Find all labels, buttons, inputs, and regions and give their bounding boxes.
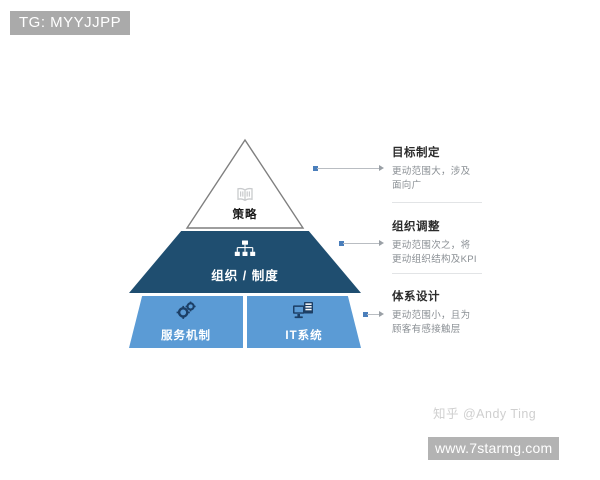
pyramid-tier-strategy[interactable]: 策略: [185, 138, 305, 230]
pyramid-base-it-system[interactable]: IT系统: [247, 296, 361, 348]
connector-arrow-goal-setting: [313, 164, 385, 173]
connector-dot: [313, 166, 318, 171]
annotation-goal-setting: 目标制定 更动范围大，涉及 面向广: [392, 144, 524, 193]
monitor-server-icon: [292, 301, 316, 325]
pyramid-stack: 策略: [129, 138, 361, 348]
annotation-goal-setting-body: 更动范围大，涉及 面向广: [392, 166, 471, 191]
org-chart-icon: [234, 240, 256, 262]
annotation-divider: [392, 273, 482, 274]
pyramid-base-it-system-label: IT系统: [285, 330, 323, 342]
connector-dot: [363, 312, 368, 317]
connector-arrow-system-design: [363, 310, 385, 319]
annotation-goal-setting-title: 目标制定: [392, 147, 440, 159]
arrow-head-icon: [379, 165, 384, 171]
pyramid-base-row: 服务机制: [129, 296, 361, 348]
annotation-divider: [392, 202, 482, 203]
open-book-icon: [236, 187, 254, 202]
connector-line: [317, 168, 379, 169]
connector-arrow-org-adjustment: [339, 239, 385, 248]
annotation-system-design-title: 体系设计: [392, 291, 440, 303]
pyramid-tier-organization-system[interactable]: 组织 / 制度: [129, 231, 361, 293]
arrow-head-icon: [379, 240, 384, 246]
zhihu-watermark: 知乎 @Andy Ting: [433, 407, 537, 421]
annotation-org-adjustment: 组织调整 更动范围次之，将 更动组织结构及KPI: [392, 218, 524, 267]
pyramid-base-service-mechanism-label: 服务机制: [161, 330, 211, 342]
annotation-org-adjustment-title: 组织调整: [392, 221, 440, 233]
pyramid-base-service-mechanism[interactable]: 服务机制: [129, 296, 243, 348]
gears-icon: [174, 301, 198, 325]
pyramid-tier-strategy-label: 策略: [232, 209, 258, 221]
annotation-system-design: 体系设计 更动范围小，且为 顾客有感接触层: [392, 288, 524, 337]
connector-line: [367, 314, 379, 315]
site-url-badge: www.7starmg.com: [428, 437, 560, 460]
connector-dot: [339, 241, 344, 246]
arrow-head-icon: [379, 311, 384, 317]
tg-badge: TG: MYYJJPP: [10, 11, 131, 35]
pyramid-tier-organization-label: 组织 / 制度: [211, 269, 279, 283]
annotation-org-adjustment-body: 更动范围次之，将 更动组织结构及KPI: [392, 240, 477, 265]
connector-line: [343, 243, 379, 244]
annotation-system-design-body: 更动范围小，且为 顾客有感接触层: [392, 310, 471, 335]
